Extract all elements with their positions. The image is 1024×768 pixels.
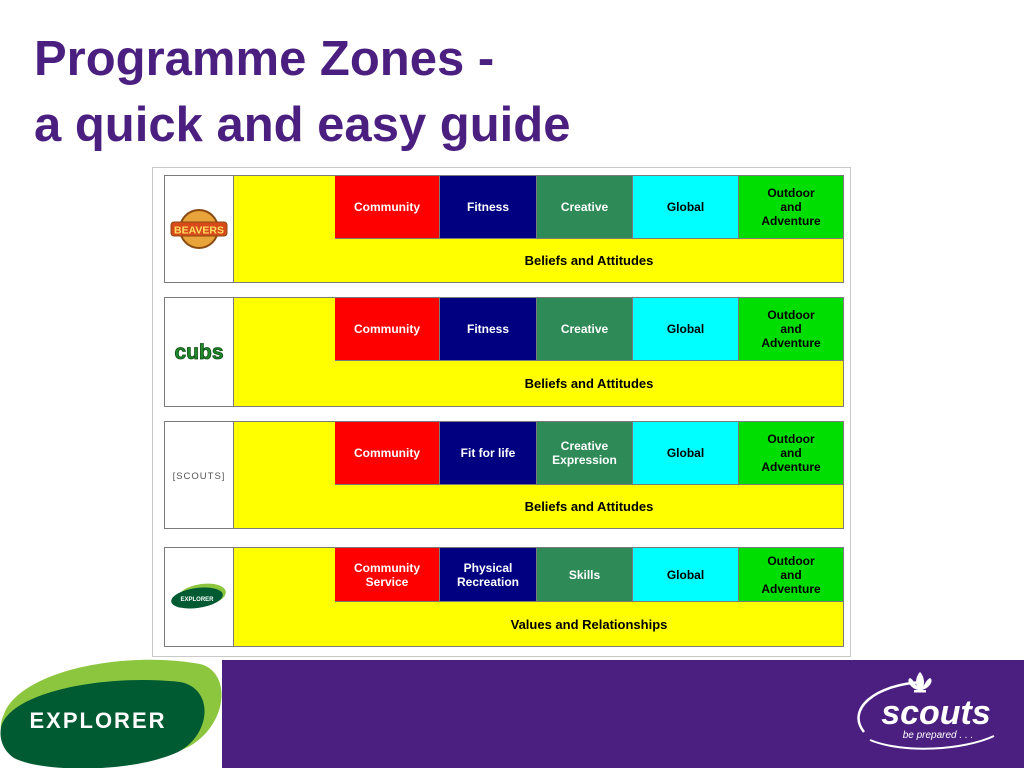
zone-community-service: Community Service [335,548,440,602]
zone-global: Global [633,176,739,239]
svg-text:[SCOUTS]: [SCOUTS] [173,471,226,482]
slide-title-line-2: a quick and easy guide [34,98,571,152]
svg-text:scouts: scouts [881,694,991,732]
zone-band: Beliefs and Attitudes [524,253,654,268]
zone-strip: Community Service Physical Recreation Sk… [335,548,843,602]
zone-outdoor-and-adventure: Outdoor and Adventure [739,298,843,361]
section-logo-cell: EXPLORER [165,548,234,646]
beavers-logo: BEAVERS [170,209,228,249]
zone-global: Global [633,548,739,602]
section-row-explorer: EXPLORER Community Service Physical Recr… [164,547,844,647]
zone-strip: Community Fit for life Creative Expressi… [335,422,843,485]
slide-title: Programme Zones - a quick and easy guide [34,26,570,158]
zone-community: Community [335,422,440,485]
zone-community: Community [335,298,440,361]
section-row-cubs: cubs Community Fitness Creative Global O… [164,297,844,407]
programme-zones-diagram: BEAVERS Community Fitness Creative Globa… [152,167,851,657]
zone-fit-for-life: Fit for life [440,422,537,485]
zone-global: Global [633,298,739,361]
svg-text:BEAVERS: BEAVERS [174,225,224,237]
section-logo-cell: cubs [165,298,234,406]
svg-text:be prepared . . .: be prepared . . . [903,730,974,741]
svg-text:cubs: cubs [174,341,223,364]
zone-outdoor-and-adventure: Outdoor and Adventure [739,176,843,239]
zone-creative: Creative [537,176,633,239]
section-logo-cell: [SCOUTS] [165,422,234,528]
explorer-section-logo: EXPLORER [171,583,226,609]
zone-global: Global [633,422,739,485]
zone-strip: Community Fitness Creative Global Outdoo… [335,298,843,361]
zone-outdoor-and-adventure: Outdoor and Adventure [739,422,843,485]
zone-fitness: Fitness [440,298,537,361]
section-logo-cell: BEAVERS [165,176,234,282]
zone-band: Beliefs and Attitudes [524,376,654,391]
slide-title-line-1: Programme Zones - [34,32,495,86]
zone-strip: Community Fitness Creative Global Outdoo… [335,176,843,239]
section-row-scouts: [SCOUTS] Community Fit for life Creative… [164,421,844,529]
zone-creative-expression: Creative Expression [537,422,633,485]
fleur-de-lis-icon [908,672,932,693]
svg-text:EXPLORER: EXPLORER [29,708,166,733]
zone-fitness: Fitness [440,176,537,239]
zone-community: Community [335,176,440,239]
scouts-section-logo: [SCOUTS] [173,471,226,482]
svg-text:EXPLORER: EXPLORER [180,597,214,603]
cubs-logo: cubs [174,341,224,365]
zone-band: Values and Relationships [510,616,668,632]
scouts-logo: scouts be prepared . . . [857,672,995,750]
section-row-beavers: BEAVERS Community Fitness Creative Globa… [164,175,844,283]
zone-skills: Skills [537,548,633,602]
zone-band: Beliefs and Attitudes [524,499,654,514]
zone-physical-recreation: Physical Recreation [440,548,537,602]
footer-band [222,660,1024,768]
explorer-logo: EXPLORER [0,659,222,768]
zone-creative: Creative [537,298,633,361]
zone-outdoor-and-adventure: Outdoor and Adventure [739,548,843,602]
